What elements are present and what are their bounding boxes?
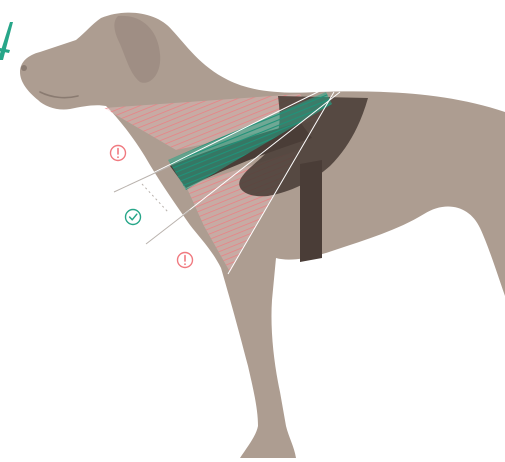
dog-nose	[21, 65, 27, 71]
corner-mark	[0, 22, 13, 60]
warning-marker-upper	[111, 146, 126, 161]
checkmark-marker-middle	[126, 210, 141, 225]
dog-body	[20, 13, 505, 458]
warning-marker-lower	[178, 253, 193, 268]
dog-silhouette	[20, 13, 505, 458]
harness-belly-strap	[300, 160, 322, 262]
measure-line	[142, 184, 168, 212]
